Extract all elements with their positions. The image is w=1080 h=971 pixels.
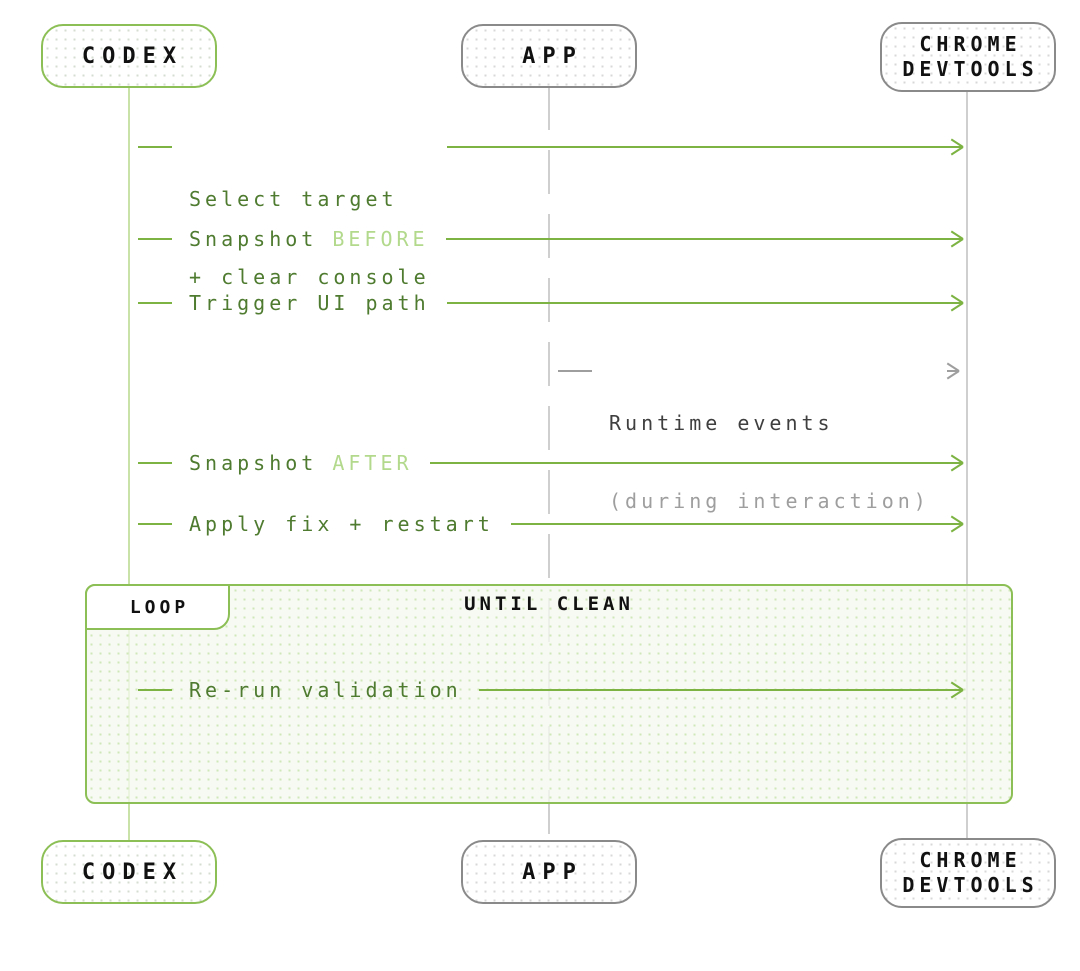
loop-label: LOOP <box>129 596 190 618</box>
actor-codex-top: CODEX <box>41 24 217 88</box>
highlight-before: BEFORE <box>332 227 429 251</box>
loop-condition: UNTIL CLEAN <box>85 593 1013 615</box>
actor-app-top: APP <box>461 24 637 88</box>
message-label: Trigger UI path <box>189 291 430 315</box>
actor-label: CHROME DEVTOOLS <box>902 848 1039 897</box>
loop-fragment <box>85 584 1013 804</box>
actor-label: CHROME DEVTOOLS <box>902 32 1039 81</box>
lifeline-codex <box>128 86 130 842</box>
actor-label: APP <box>522 859 583 885</box>
message-arrow <box>946 370 958 372</box>
message-arrow-tail <box>138 689 172 691</box>
actor-codex-bottom: CODEX <box>41 840 217 904</box>
message-apply-fix-restart: Apply fix + restart <box>138 511 962 537</box>
message-arrow <box>510 523 962 525</box>
message-label: Select target + clear console <box>189 187 430 289</box>
message-arrow-tail <box>138 462 172 464</box>
message-label: Re-run validation <box>189 678 462 702</box>
message-rerun-validation: Re-run validation <box>138 677 962 703</box>
message-runtime-events: Runtime events (during interaction) <box>558 358 958 566</box>
actor-devtools-bottom: CHROME DEVTOOLS <box>880 838 1056 908</box>
loop-condition-text: UNTIL CLEAN <box>464 593 634 615</box>
message-arrow-tail <box>138 238 172 240</box>
message-select-target: Select target + clear console <box>138 134 962 342</box>
actor-label: CODEX <box>81 43 184 69</box>
message-arrow <box>429 462 962 464</box>
message-trigger-ui-path: Trigger UI path <box>138 290 962 316</box>
message-arrow-tail <box>138 523 172 525</box>
actor-label: CODEX <box>81 859 184 885</box>
message-arrow <box>446 146 962 148</box>
lifeline-devtools <box>966 86 968 842</box>
message-label: Apply fix + restart <box>189 512 494 536</box>
actor-label: APP <box>522 43 583 69</box>
actor-devtools-top: CHROME DEVTOOLS <box>880 22 1056 92</box>
message-arrow <box>445 238 962 240</box>
message-arrow-tail <box>558 370 592 372</box>
lifeline-app <box>548 86 550 842</box>
loop-label-tab: LOOP <box>85 584 230 630</box>
actor-app-bottom: APP <box>461 840 637 904</box>
message-arrow-tail <box>138 302 172 304</box>
message-arrow <box>446 302 962 304</box>
message-arrow-tail <box>138 146 172 148</box>
message-arrow <box>478 689 962 691</box>
message-label: Runtime events (during interaction) <box>609 411 930 513</box>
highlight-after: AFTER <box>332 451 413 475</box>
